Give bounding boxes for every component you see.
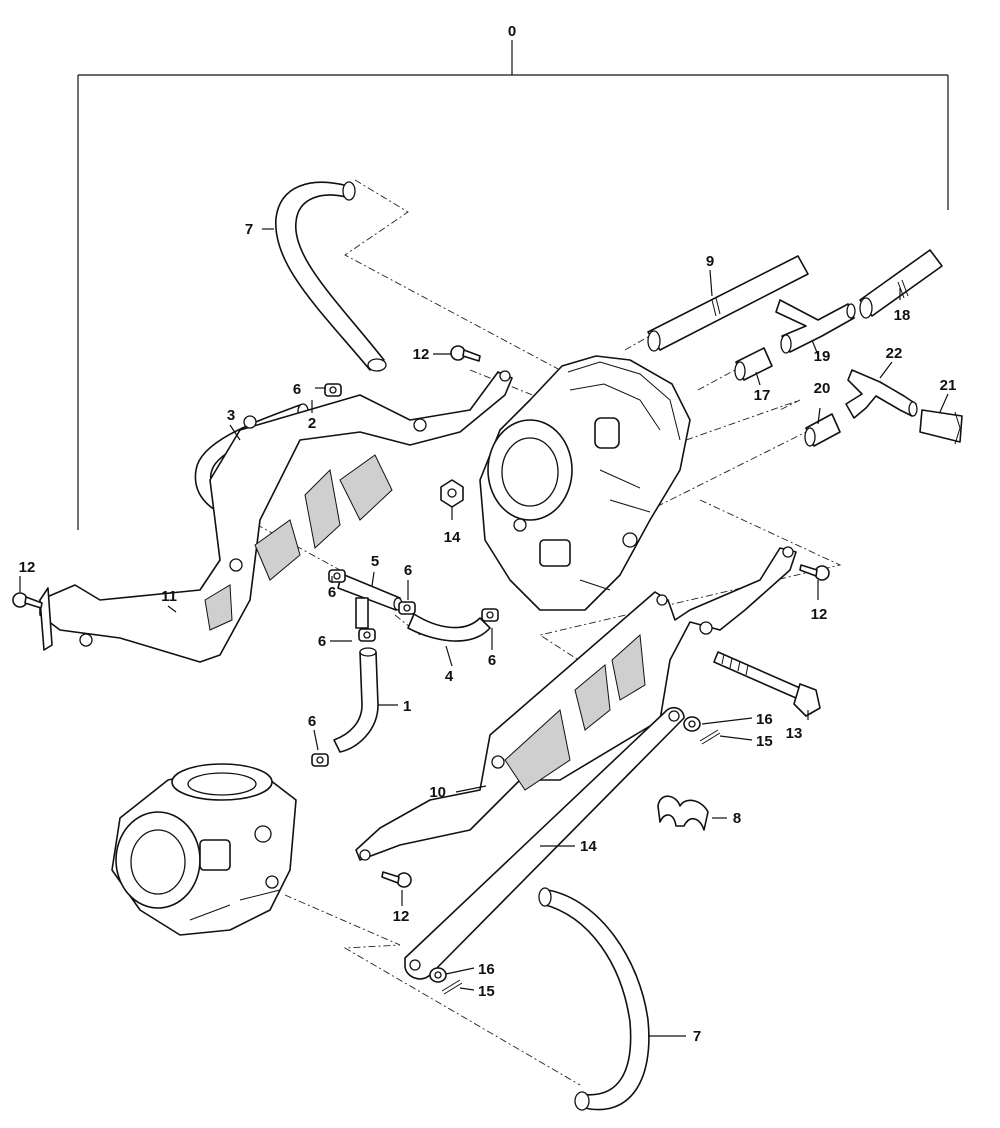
assembly-bracket bbox=[77, 40, 949, 530]
callout-4: 4 bbox=[445, 668, 454, 685]
callout-12d: 12 bbox=[393, 908, 410, 925]
t-fitting-5 bbox=[337, 573, 403, 629]
callout-6c: 6 bbox=[328, 584, 336, 601]
callout-21: 21 bbox=[940, 377, 957, 394]
callout-3: 3 bbox=[227, 407, 235, 424]
carburetor-lower bbox=[111, 763, 297, 936]
callout-7a: 7 bbox=[245, 221, 253, 238]
bolt-13 bbox=[713, 651, 821, 717]
callout-16b: 16 bbox=[478, 961, 495, 978]
callout-12c: 12 bbox=[811, 606, 828, 623]
washers-and-pins bbox=[429, 716, 721, 995]
callout-17: 17 bbox=[754, 387, 771, 404]
callout-7b: 7 bbox=[693, 1028, 701, 1045]
callout-11: 11 bbox=[161, 588, 177, 605]
callout-12b: 12 bbox=[19, 559, 36, 576]
callout-6a: 6 bbox=[293, 381, 301, 398]
callout-6e: 6 bbox=[488, 652, 496, 669]
hose-clamps bbox=[311, 383, 499, 767]
callout-14a: 14 bbox=[444, 529, 461, 546]
hose-4 bbox=[407, 613, 491, 642]
callout-8: 8 bbox=[733, 810, 741, 827]
callout-0: 0 bbox=[508, 23, 516, 40]
callout-6f: 6 bbox=[308, 713, 316, 730]
callout-20: 20 bbox=[814, 380, 831, 397]
callout-15a: 15 bbox=[756, 733, 773, 750]
callout-16a: 16 bbox=[756, 711, 773, 728]
callout-1: 1 bbox=[403, 698, 411, 715]
callout-labels: 0 1 2 3 4 5 6 6 6 6 6 6 7 7 8 9 10 11 12… bbox=[19, 23, 957, 1045]
callout-5: 5 bbox=[371, 553, 379, 570]
leader-lines bbox=[19, 228, 949, 1037]
callout-2: 2 bbox=[308, 415, 316, 432]
callout-6d: 6 bbox=[318, 633, 326, 650]
callout-18: 18 bbox=[894, 307, 911, 324]
hose-top bbox=[275, 181, 387, 372]
clip-8 bbox=[657, 795, 709, 831]
callout-10: 10 bbox=[429, 784, 446, 801]
callout-6b: 6 bbox=[404, 562, 412, 579]
bracket-10 bbox=[355, 546, 797, 861]
callout-14b: 14 bbox=[580, 838, 597, 855]
callout-9: 9 bbox=[706, 253, 714, 270]
callout-15b: 15 bbox=[478, 983, 495, 1000]
bracket-11 bbox=[39, 370, 513, 663]
callout-13: 13 bbox=[786, 725, 803, 742]
fuel-tubes bbox=[647, 249, 963, 447]
callout-19: 19 bbox=[814, 348, 831, 365]
bolts-12 bbox=[12, 345, 830, 888]
nut-14 bbox=[440, 479, 464, 508]
callout-22: 22 bbox=[886, 345, 903, 362]
hose-bottom bbox=[538, 887, 650, 1111]
hose-1 bbox=[333, 647, 379, 753]
callout-12a: 12 bbox=[413, 346, 430, 363]
carburetor-upper bbox=[479, 355, 691, 611]
